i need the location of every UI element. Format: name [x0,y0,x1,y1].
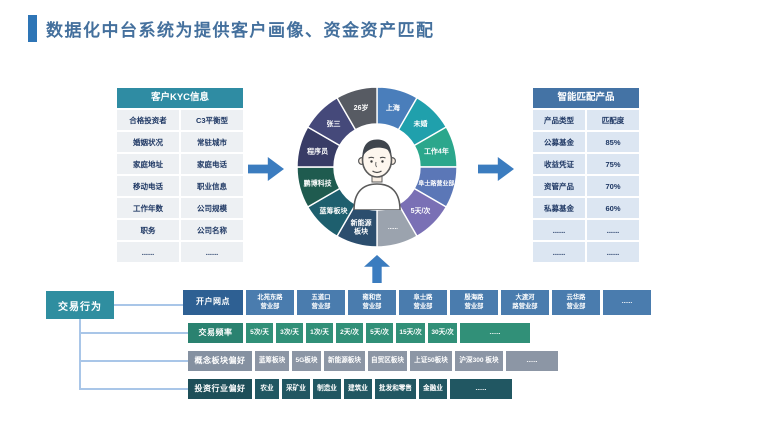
wheel-segment-label: 未婚 [413,119,427,128]
kyc-cell: 移动电话 [117,176,179,196]
match-score: 60% [587,198,639,218]
branch-cell: 阜士路 营业部 [399,290,447,315]
industry-cell: 批发和零售 [375,379,416,399]
frequency-cell: 15天/次 [396,323,425,343]
flow-arrow-up-icon [364,255,390,283]
behavior-row-concept-sectors: 概念板块偏好 蓝筹板块 5G板块 新能源板块 自贸区板块 上证50板块 沪深30… [188,351,558,371]
kyc-cell: 婚姻状况 [117,132,179,152]
industry-cell: 建筑业 [344,379,372,399]
product-type: 私募基金 [533,198,585,218]
sector-cell: 蓝筹板块 [255,351,289,371]
product-type: 公募基金 [533,132,585,152]
connector-line [80,388,188,390]
wheel-segment-label: 程序员 [307,146,328,155]
sector-cell: 新能源板块 [324,351,365,371]
wheel-segment-label: 26岁 [354,103,369,112]
branch-cell: 殷海路 营业部 [450,290,498,315]
kyc-cell: 职务 [117,220,179,240]
connector-line [79,319,81,390]
industry-cell: 采矿业 [282,379,310,399]
frequency-cell: 30天/次 [428,323,457,343]
industry-cell: ...... [450,379,512,399]
flow-arrow-right-icon [248,157,284,181]
branch-cell: 雍和宫 营业部 [348,290,396,315]
wheel-segment-label: 蓝筹板块 [320,206,349,215]
frequency-cell: 1次/天 [306,323,333,343]
wheel-segment-label: 新能源板块 [351,218,372,236]
customer-avatar [334,124,420,211]
branch-cell: 云华路 营业部 [552,290,600,315]
match-score: ...... [587,242,639,262]
person-icon [353,139,401,211]
match-col-header: 匹配度 [587,110,639,130]
kyc-cell: 公司规模 [181,198,243,218]
title-accent-bar [28,15,37,42]
frequency-cell: 2天/次 [336,323,363,343]
match-col-header: 产品类型 [533,110,585,130]
industry-cell: 制造业 [313,379,341,399]
wheel-segment-label: 鹏博科技 [304,178,333,187]
behavior-row-header: 交易频率 [188,323,243,343]
wheel-segment-label: 5天/次 [411,206,431,215]
wheel-segment-label: 上海 [386,103,400,112]
kyc-cell: C3平衡型 [181,110,243,130]
kyc-cell: 家庭地址 [117,154,179,174]
product-type: 资管产品 [533,176,585,196]
match-score: ...... [587,220,639,240]
industry-cell: 农业 [255,379,279,399]
page-title: 数据化中台系统为提供客户画像、资金资产匹配 [46,21,435,40]
sector-cell: ...... [506,351,558,371]
behavior-row-header: 投资行业偏好 [188,379,252,399]
kyc-cell: 常驻城市 [181,132,243,152]
wheel-segment-label: 张三 [327,119,341,128]
flow-arrow-right-icon [478,157,514,181]
frequency-cell: 5次/天 [246,323,273,343]
kyc-cell: 合格投资者 [117,110,179,130]
sector-cell: 自贸区板块 [368,351,407,371]
branch-cell: 大渡河 路营业部 [501,290,549,315]
kyc-cell: 职业信息 [181,176,243,196]
behavior-row-industries: 投资行业偏好 农业 采矿业 制造业 建筑业 批发和零售 金融业 ...... [188,379,512,399]
sector-cell: 5G板块 [292,351,321,371]
kyc-cell: 公司名称 [181,220,243,240]
connector-line [114,304,183,306]
behavior-row-frequency: 交易频率 5次/天 3次/天 1次/天 2天/次 5天/次 15天/次 30天/… [188,323,530,343]
frequency-cell: 3次/天 [276,323,303,343]
product-type: 收益凭证 [533,154,585,174]
kyc-cell: ...... [117,242,179,262]
branch-cell: 北苑东路 营业部 [246,290,294,315]
connector-line [80,360,188,362]
kyc-panel-header: 客户KYC信息 [117,88,243,108]
wheel-segment-label: 阜士路营业部 [418,179,454,187]
kyc-cell: 工作年数 [117,198,179,218]
match-panel-header: 智能匹配产品 [533,88,639,108]
industry-cell: 金融业 [419,379,447,399]
sector-cell: 沪深300 板块 [455,351,503,371]
behavior-row-header: 概念板块偏好 [188,351,252,371]
product-type: ...... [533,220,585,240]
frequency-cell: ...... [460,323,530,343]
match-score: 70% [587,176,639,196]
sector-cell: 上证50板块 [410,351,452,371]
behavior-row-branches: 开户网点 北苑东路 营业部 五道口 营业部 雍和宫 营业部 阜士路 营业部 殷海… [183,290,651,315]
behavior-row-header: 开户网点 [183,290,243,315]
frequency-cell: 5天/次 [366,323,393,343]
trading-behavior-label: 交易行为 [46,291,114,319]
wheel-segment-label: 工作4年 [424,146,449,155]
connector-line [80,332,188,334]
match-score: 75% [587,154,639,174]
product-type: ...... [533,242,585,262]
branch-cell: ...... [603,290,651,315]
branch-cell: 五道口 营业部 [297,290,345,315]
wheel-segment-label: ...... [388,225,398,231]
match-score: 85% [587,132,639,152]
kyc-cell: 家庭电话 [181,154,243,174]
kyc-cell: ...... [181,242,243,262]
